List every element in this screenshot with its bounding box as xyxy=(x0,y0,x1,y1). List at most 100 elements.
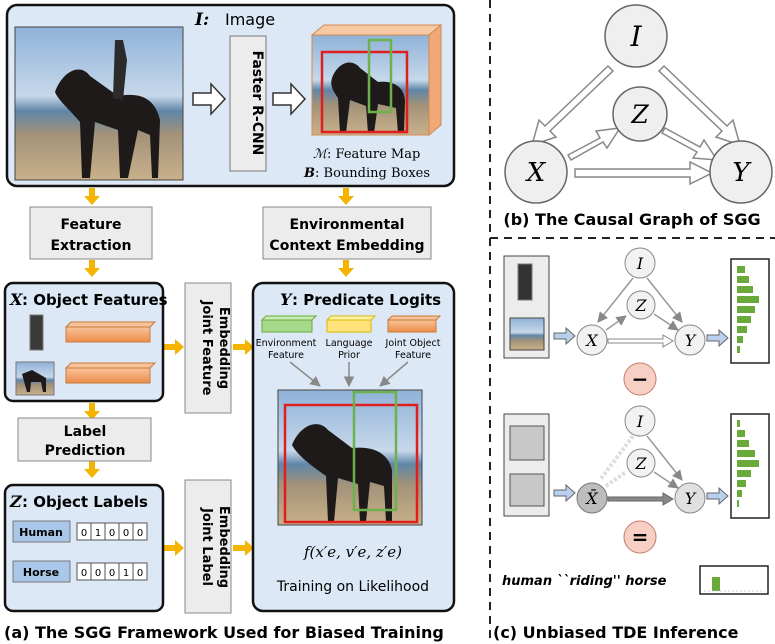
feature-map-cube xyxy=(310,23,443,137)
c2-xbar-label: X̄ xyxy=(584,487,598,508)
factual-horse-crop xyxy=(509,317,545,351)
c2-y-label: Y xyxy=(685,489,697,508)
joint-label-embedding-box: Joint Label Embedding xyxy=(184,479,232,614)
c1-node-y xyxy=(674,324,706,356)
histogram-bar xyxy=(737,316,751,323)
object-labels-title: : Object Labels xyxy=(22,493,148,511)
language-prior-line2: Prior xyxy=(338,350,360,361)
causal-graph: I Z X Y xyxy=(504,4,773,204)
minus-text: − xyxy=(632,367,649,391)
onehot-cell xyxy=(132,522,148,541)
c1-node-x xyxy=(576,324,608,356)
horse-feature-bar xyxy=(64,362,157,384)
onehot-value: 0 xyxy=(137,568,143,579)
histogram-bar xyxy=(737,296,759,303)
node-x xyxy=(504,140,568,204)
predicate-logits-var: Y xyxy=(280,290,293,309)
c1-node-z xyxy=(626,290,656,320)
histogram-bar xyxy=(737,336,743,343)
predicate-logits-panel: Y : Predicate Logits Environment Feature… xyxy=(251,281,456,613)
counterfactual-crop-1 xyxy=(509,425,545,461)
bboxes-var: B xyxy=(303,166,315,181)
histogram-bar xyxy=(737,480,746,487)
feature-extraction-box: Feature Extraction xyxy=(29,206,153,260)
joint-feature-line2: Embedding xyxy=(216,307,231,389)
onehot-value: 0 xyxy=(109,528,115,539)
predicate-logits-title: : Predicate Logits xyxy=(292,291,441,309)
object-features-panel: X : Object Features xyxy=(3,281,168,403)
orange-arrows xyxy=(84,188,354,556)
tde-counterfactual-row: I Z X̄ Y xyxy=(503,405,770,519)
joint-object-feature-bar xyxy=(386,315,442,333)
counterfactual-x-y-arrow xyxy=(607,492,674,506)
arrow-x-y xyxy=(574,160,714,186)
label-prediction-line1: Label xyxy=(64,424,107,440)
result-text: human ``riding'' horse xyxy=(502,574,667,589)
arrow-i-x xyxy=(530,64,615,147)
histogram-bar xyxy=(737,490,742,497)
language-prior-line1: Language xyxy=(326,338,373,349)
histogram-bar xyxy=(737,440,749,447)
object-features-title: : Object Features xyxy=(22,291,168,309)
c2-node-y xyxy=(674,482,706,514)
horse-crop xyxy=(15,361,55,396)
hollow-arrow-1 xyxy=(192,82,227,116)
node-x-label: X xyxy=(525,158,547,188)
c1-y-label: Y xyxy=(685,331,697,350)
histogram-bar xyxy=(737,430,745,437)
histogram-bar xyxy=(737,326,747,333)
predicate-photo xyxy=(277,389,423,526)
env-context-line2: Context Embedding xyxy=(269,238,424,254)
human-label: Human xyxy=(19,526,63,539)
histogram-bar xyxy=(737,500,739,507)
feature-extraction-line1: Feature xyxy=(61,217,122,233)
onehot-value: 1 xyxy=(95,528,101,539)
env-context-box: Environmental Context Embedding xyxy=(262,206,432,260)
c1-node-i xyxy=(624,247,656,279)
factual-histogram-bars xyxy=(737,266,759,353)
formula: f(x′e, v′e, z′e) xyxy=(303,543,402,561)
arrow-i-y xyxy=(657,64,742,147)
node-y xyxy=(709,140,773,204)
node-y-label: Y xyxy=(732,158,752,188)
caption-c: (c) Unbiased TDE Inference xyxy=(493,623,739,642)
c1-x-label: X xyxy=(584,331,598,350)
image-var: I: xyxy=(194,10,209,30)
node-i-label: I xyxy=(629,20,642,53)
node-z xyxy=(612,86,668,142)
joint-label-line1: Joint Label xyxy=(199,507,214,586)
c1-z-label: Z xyxy=(634,296,647,315)
human-crop xyxy=(29,314,44,351)
counterfactual-in-arrow xyxy=(553,483,576,503)
minus-sign xyxy=(623,362,657,396)
onehot-cell xyxy=(132,562,148,581)
factual-x-y-arrow xyxy=(607,334,674,348)
feature-extraction-line2: Extraction xyxy=(50,238,131,254)
node-i xyxy=(604,4,668,68)
factual-human-crop xyxy=(517,263,533,301)
arrow-x-z xyxy=(566,127,622,162)
onehot-value: 0 xyxy=(137,528,143,539)
histogram-bar xyxy=(737,286,753,293)
env-feature-line1: Environment xyxy=(256,338,317,349)
onehot-value: 0 xyxy=(109,568,115,579)
tde-factual-row: I Z X Y xyxy=(503,247,770,364)
c2-node-z xyxy=(626,448,656,478)
env-feature-line2: Feature xyxy=(268,350,304,361)
input-photo xyxy=(14,26,184,181)
c2-z-label: Z xyxy=(634,454,647,473)
histogram-bar xyxy=(737,346,740,353)
horse-label: Horse xyxy=(23,566,59,579)
faster-rcnn-box xyxy=(229,35,267,172)
onehot-value: 1 xyxy=(123,568,129,579)
counterfactual-out-arrow xyxy=(706,486,729,506)
histogram-bar xyxy=(737,420,740,427)
horse-crop-silhouette xyxy=(22,370,46,392)
joint-feature-line1: Joint Feature xyxy=(199,300,214,396)
caption-b: (b) The Causal Graph of SGG xyxy=(503,210,760,229)
image-title: Image xyxy=(225,10,275,29)
caption-a: (a) The SGG Framework Used for Biased Tr… xyxy=(4,623,444,642)
